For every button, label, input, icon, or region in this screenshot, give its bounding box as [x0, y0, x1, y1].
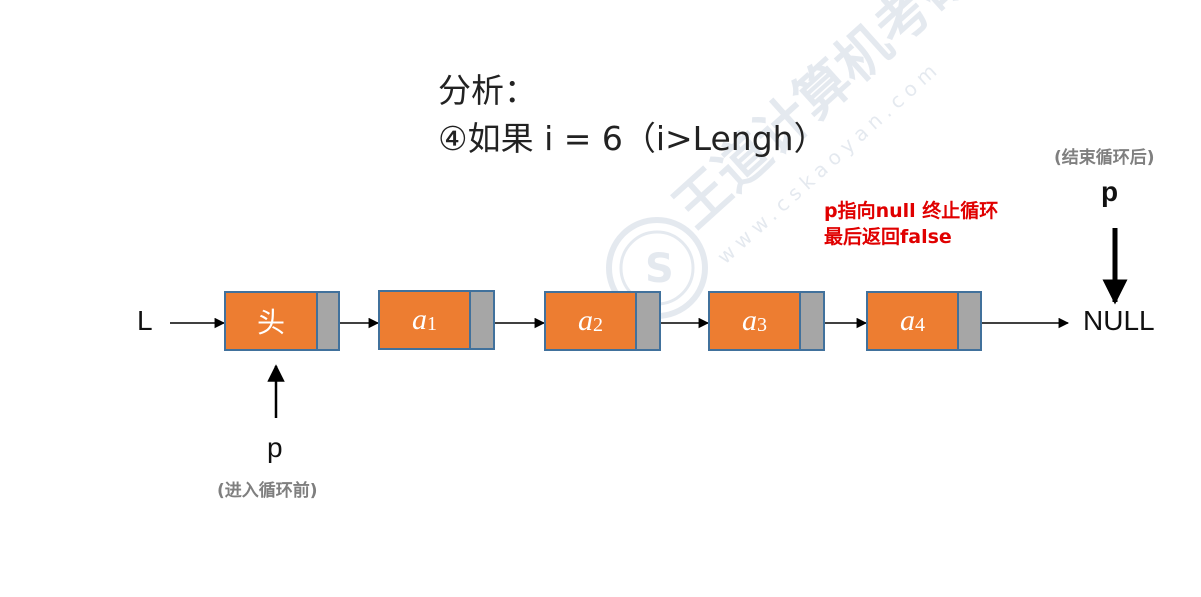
node-data: 头 [226, 293, 318, 349]
pointer-after-label: p [1101, 176, 1119, 207]
pointer-before-label: p [267, 432, 283, 463]
pointer-after-caption: (结束循环后) [1054, 148, 1155, 168]
title-line-2: ④如果 i = 6（i>Lengh） [438, 119, 827, 158]
node-pointer-field [637, 293, 659, 349]
note-line-1: p指向null 终止循环 [824, 200, 999, 222]
list-node-head: 头 [224, 291, 340, 351]
node-pointer-field [471, 292, 493, 348]
node-pointer-field [801, 293, 823, 349]
list-end-label: NULL [1083, 305, 1155, 336]
list-start-label: L [137, 305, 153, 336]
node-pointer-field [318, 293, 338, 349]
note-line-2: 最后返回false [824, 226, 952, 248]
pointer-before-caption: (进入循环前) [217, 481, 318, 501]
title-line-1: 分析： [438, 71, 537, 110]
node-pointer-field [959, 293, 980, 349]
